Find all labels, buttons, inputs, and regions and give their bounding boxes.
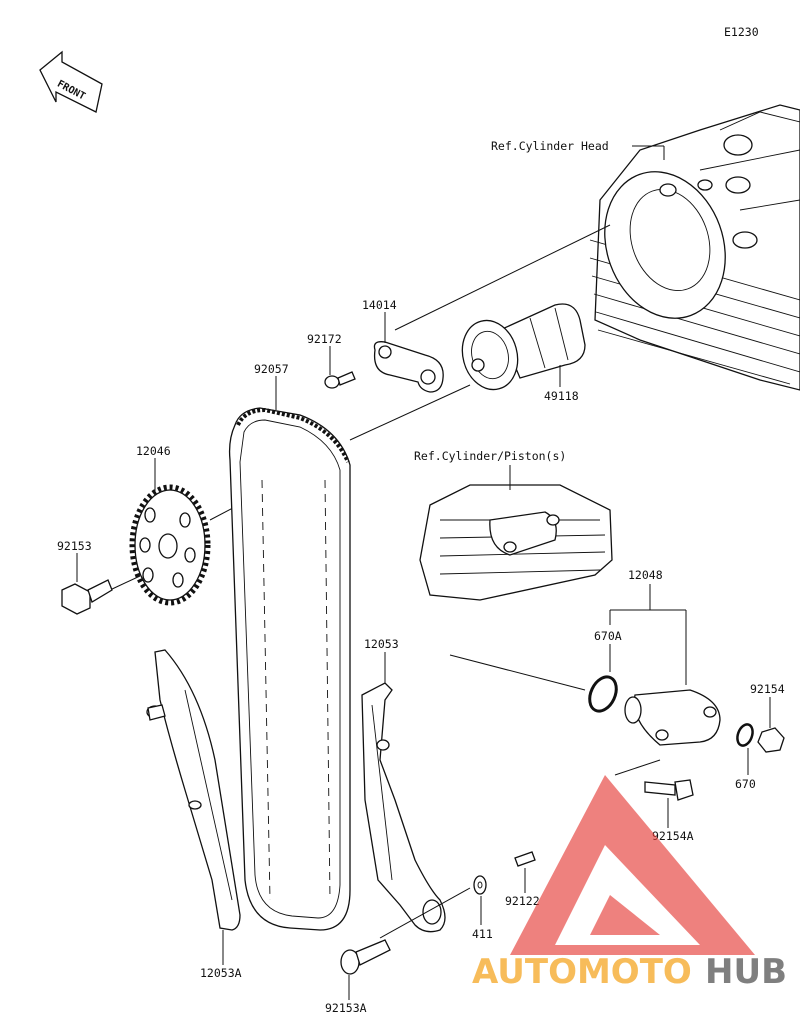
- part-670A-oring: [588, 675, 618, 713]
- part-92153-bolt: [61, 579, 113, 615]
- part-12053A-guide: [146, 649, 241, 931]
- label-92153: 92153: [57, 539, 92, 553]
- diagram-code: E1230: [724, 25, 759, 39]
- label-14014: 14014: [362, 298, 397, 312]
- watermark-text-2: HUB: [705, 952, 787, 992]
- label-92122: 92122: [505, 894, 540, 908]
- part-92154A-bolt: [644, 779, 694, 801]
- watermark-logo: AUTOMOTO HUB: [472, 775, 787, 992]
- part-14014-bracket: [373, 341, 444, 393]
- label-12053A: 12053A: [200, 966, 242, 980]
- front-arrow-icon: FRONT: [39, 50, 103, 113]
- label-92153A: 92153A: [325, 1001, 367, 1015]
- part-411-washer: [473, 875, 487, 895]
- part-92153A-bolt: [340, 939, 391, 975]
- part-49118-camshaft: [461, 303, 586, 391]
- part-12053-guide: [361, 682, 446, 933]
- label-92154A: 92154A: [652, 829, 694, 843]
- ref-cylinder-piston: Ref.Cylinder/Piston(s): [414, 449, 566, 463]
- label-411: 411: [472, 927, 493, 941]
- cylinder-head: [589, 104, 800, 391]
- label-12053: 12053: [364, 637, 399, 651]
- ref-cylinder-head: Ref.Cylinder Head: [491, 139, 609, 153]
- label-92057: 92057: [254, 362, 289, 376]
- part-12046-sprocket: [129, 484, 211, 606]
- label-670: 670: [735, 777, 756, 791]
- label-12046: 12046: [136, 444, 171, 458]
- label-49118: 49118: [544, 389, 579, 403]
- cylinder-piston-block: [419, 484, 613, 601]
- part-670-oring: [736, 723, 754, 747]
- part-92154-plug: [757, 727, 785, 753]
- part-92172-screw: [324, 371, 356, 389]
- label-12048: 12048: [628, 568, 663, 582]
- label-92172: 92172: [307, 332, 342, 346]
- part-92122-pin: [514, 851, 536, 867]
- label-670A: 670A: [594, 629, 622, 643]
- watermark-text-1: AUTOMOTO: [472, 952, 692, 992]
- part-12048-tensioner: [624, 689, 721, 746]
- part-92057-chain: [228, 407, 351, 931]
- label-92154: 92154: [750, 682, 785, 696]
